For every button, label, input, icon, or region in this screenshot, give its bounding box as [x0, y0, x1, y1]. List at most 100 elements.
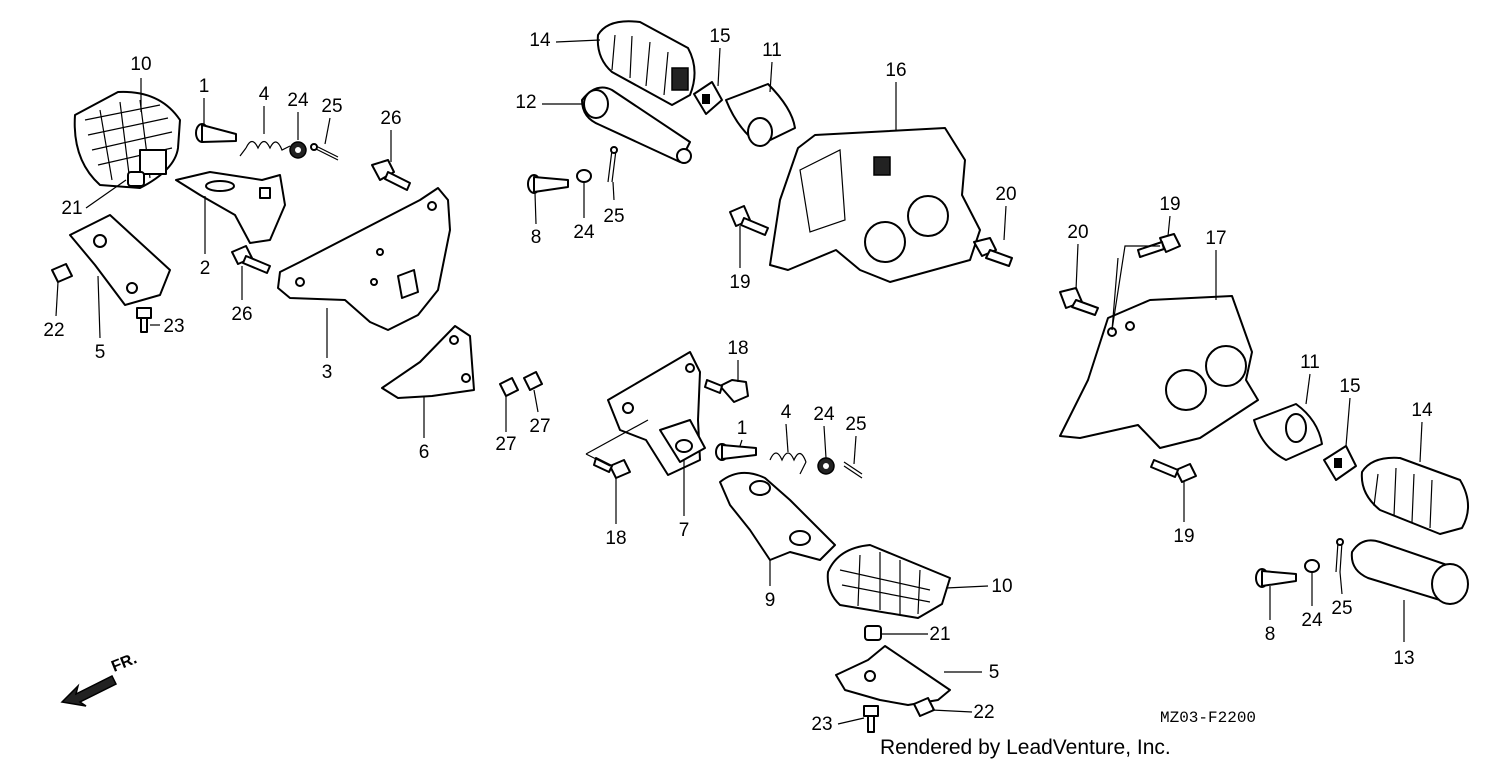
credit-text: Rendered by LeadVenture, Inc.	[880, 736, 1171, 759]
callout-26: 26	[380, 108, 401, 129]
callout-24: 24	[573, 222, 595, 243]
part-24-washer-2	[576, 169, 592, 183]
callout-4: 4	[781, 402, 792, 423]
callout-2: 2	[200, 258, 211, 279]
part-25-cotter-pin-3	[843, 461, 863, 479]
leader-c19b	[1167, 215, 1171, 237]
part-7-bracket-plate	[607, 351, 706, 476]
part-12-peg-shaft	[581, 86, 692, 164]
leader-c20b	[1075, 243, 1079, 291]
part-24-washer-3	[817, 457, 835, 475]
part-3-bracket-plate	[277, 187, 451, 331]
part-26-bolt	[371, 159, 411, 191]
part-25-cotter-pin	[310, 143, 339, 161]
callout-22: 22	[43, 320, 64, 341]
part-6-lower-bracket	[381, 325, 475, 399]
part-26-bolt-2	[231, 245, 271, 274]
callout-5: 5	[989, 662, 1000, 683]
callout-1: 1	[199, 76, 210, 97]
callout-25: 25	[845, 414, 866, 435]
part-18-bolt-2	[593, 457, 631, 479]
front-arrow-icon	[60, 674, 118, 707]
callout-20: 20	[1067, 222, 1088, 243]
callout-23: 23	[163, 316, 184, 337]
part-14-footpeg-rubber	[596, 20, 696, 106]
callout-18: 18	[605, 528, 626, 549]
callout-20: 20	[995, 184, 1016, 205]
part-5-footpeg-holder-2	[835, 645, 951, 706]
leader-c11a	[769, 61, 773, 93]
part-10-footpeg-rubber	[73, 90, 181, 189]
part-11-pivot-collar-2	[1253, 403, 1323, 461]
callout-11: 11	[1300, 352, 1320, 373]
part-25-cotter-pin-4	[1335, 538, 1344, 573]
leader-c25b	[612, 181, 615, 201]
callout-21: 21	[929, 624, 950, 645]
part-15-washer-plate-2	[1323, 445, 1357, 481]
leader-c14b	[1419, 421, 1423, 463]
leader-c27b	[533, 389, 539, 413]
part-9-footpeg-arm	[719, 471, 836, 561]
leader-c11b	[1305, 373, 1311, 405]
part-19-bolt-3	[1150, 459, 1197, 483]
callout-15: 15	[1339, 376, 1360, 397]
part-18-bolt	[704, 379, 749, 403]
callout-24: 24	[287, 90, 309, 111]
part-16-heel-guard	[769, 127, 981, 283]
callout-12: 12	[515, 92, 536, 113]
callout-27: 27	[529, 416, 550, 437]
leader-extra-2	[585, 419, 649, 455]
part-15-washer-plate	[693, 81, 723, 115]
leader-c21a	[85, 179, 127, 209]
callout-16: 16	[885, 60, 906, 81]
part-2-bracket	[175, 171, 286, 244]
leader-lines	[55, 39, 1423, 725]
callout-5: 5	[95, 342, 106, 363]
part-24-washer	[289, 141, 307, 159]
part-10-footpeg-rubber-2	[826, 544, 951, 619]
callout-9: 9	[765, 590, 776, 611]
leader-c15b	[1345, 397, 1351, 447]
callout-13: 13	[1393, 648, 1414, 669]
leader-c1b	[739, 439, 743, 447]
part-27-bolt-2	[523, 371, 543, 391]
leader-c15a	[717, 47, 721, 87]
leader-c23b	[837, 717, 865, 725]
callout-18: 18	[727, 338, 748, 359]
part-20-bolt	[973, 237, 1013, 267]
part-14-footpeg-rubber-2	[1360, 456, 1469, 535]
part-1-pin-2	[715, 443, 757, 461]
leader-c25d	[1339, 571, 1343, 595]
callout-10: 10	[991, 576, 1012, 597]
callout-22: 22	[973, 702, 994, 723]
part-27-bolt	[499, 377, 519, 397]
callout-14: 14	[529, 30, 551, 51]
callout-25: 25	[321, 96, 342, 117]
leader-c10b	[945, 585, 989, 589]
callout-19: 19	[729, 272, 750, 293]
part-20-bolt-2	[1059, 287, 1099, 316]
callout-27: 27	[495, 434, 516, 455]
part-24-washer-4	[1304, 559, 1320, 573]
callout-25: 25	[603, 206, 624, 227]
part-4-spring-2	[769, 452, 807, 475]
callout-14: 14	[1411, 400, 1433, 421]
part-11-pivot-collar	[725, 83, 796, 147]
part-21-collar-2	[864, 625, 882, 641]
leader-c24c	[823, 425, 827, 459]
front-direction-indicator: FR.	[60, 650, 139, 707]
callout-17: 17	[1205, 228, 1226, 249]
callout-21: 21	[61, 198, 82, 219]
callout-1: 1	[737, 418, 748, 439]
part-13-peg-shaft	[1350, 539, 1469, 605]
part-25-cotter-pin-2	[607, 146, 618, 183]
callout-10: 10	[130, 54, 151, 75]
callout-26: 26	[231, 304, 252, 325]
leader-c25a	[324, 117, 331, 145]
callout-24: 24	[1301, 610, 1323, 631]
callout-3: 3	[322, 362, 333, 383]
part-19-bolt	[729, 205, 769, 236]
